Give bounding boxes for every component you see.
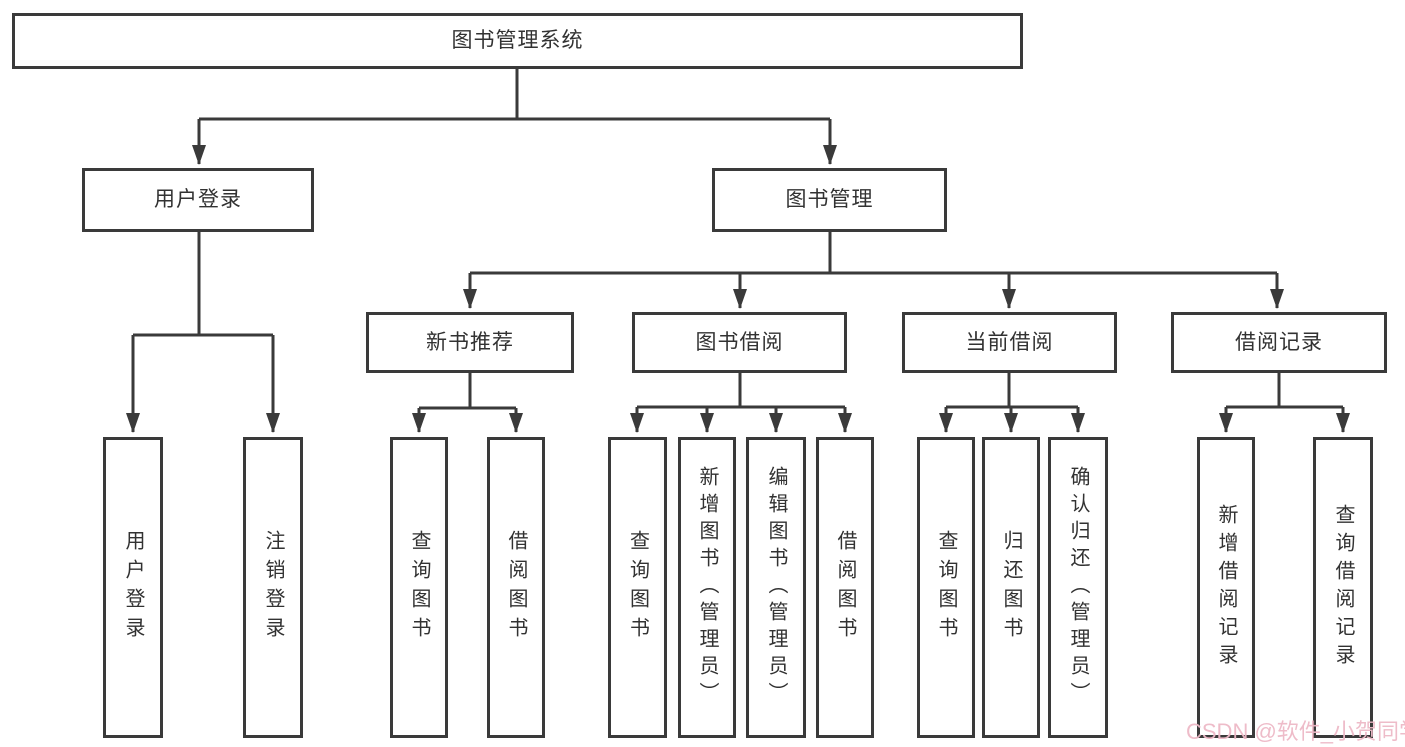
leaf-current-confirm-return-admin: 确认归还（管理员）	[1048, 437, 1108, 738]
leaf-user-login: 用户登录	[103, 437, 163, 738]
leaf-current-search-book: 查询图书	[917, 437, 975, 738]
leaf-records-search-record: 查询借阅记录	[1313, 437, 1373, 738]
node-current-borrow: 当前借阅	[902, 312, 1117, 373]
leaf-records-add-record: 新增借阅记录	[1197, 437, 1255, 738]
leaf-borrow-add-book-admin: 新增图书（管理员）	[678, 437, 736, 738]
node-borrow-records: 借阅记录	[1171, 312, 1387, 373]
leaf-rec-borrow-book: 借阅图书	[487, 437, 545, 738]
leaf-logout: 注销登录	[243, 437, 303, 738]
leaf-rec-search-book: 查询图书	[390, 437, 448, 738]
csdn-watermark: CSDN @软件_小贺同学	[1186, 719, 1405, 744]
node-library-system: 图书管理系统	[12, 13, 1023, 69]
node-book-management: 图书管理	[712, 168, 947, 232]
node-user-login: 用户登录	[82, 168, 314, 232]
leaf-borrow-borrow-book: 借阅图书	[816, 437, 874, 738]
node-new-book-recommend: 新书推荐	[366, 312, 574, 373]
leaf-borrow-edit-book-admin: 编辑图书（管理员）	[746, 437, 806, 738]
leaf-current-return-book: 归还图书	[982, 437, 1040, 738]
node-book-borrow: 图书借阅	[632, 312, 847, 373]
leaf-borrow-search-book: 查询图书	[608, 437, 667, 738]
